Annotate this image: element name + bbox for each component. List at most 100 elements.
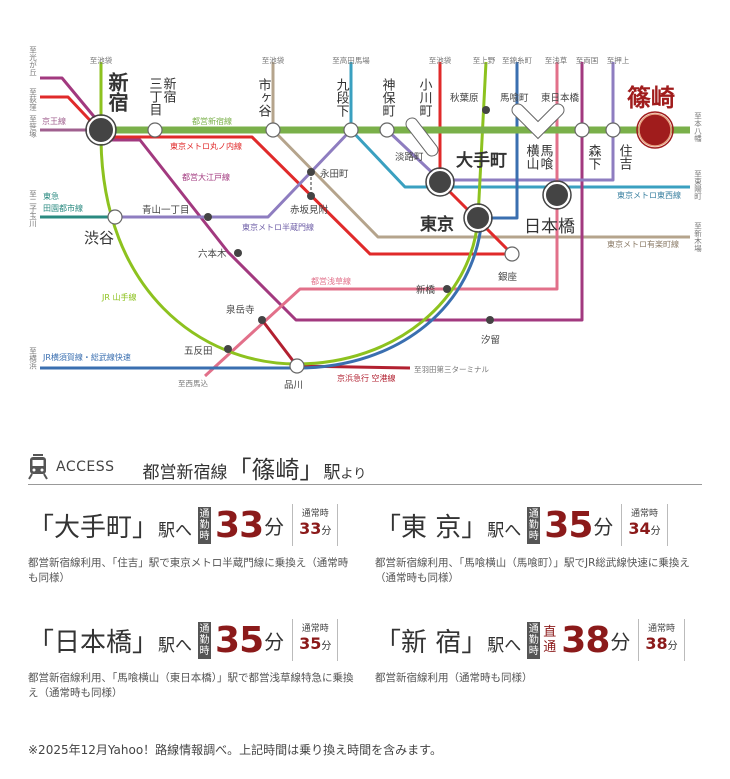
station-sumiyoshi-marker[interactable] xyxy=(605,122,621,138)
station-shibuya-marker[interactable] xyxy=(107,209,123,225)
svg-text:新宿: 新宿 xyxy=(105,71,129,112)
svg-text:東日本橋: 東日本橋 xyxy=(541,92,580,104)
line-asakusa xyxy=(203,62,559,378)
svg-text:JR横須賀線・総武線快速: JR横須賀線・総武線快速 xyxy=(42,352,131,362)
station-roppongi-marker xyxy=(234,249,242,257)
station-shimbashi-marker xyxy=(443,285,451,293)
svg-text:青山一丁目: 青山一丁目 xyxy=(142,204,190,216)
rush-hour-badge: 通勤時 xyxy=(527,506,541,544)
svg-text:赤坂見附: 赤坂見附 xyxy=(290,204,329,216)
svg-text:六本木: 六本木 xyxy=(198,248,227,260)
svg-text:東急: 東急 xyxy=(43,191,59,201)
svg-text:至東陽町: 至東陽町 xyxy=(693,170,702,201)
route-note: 都営新宿線利用、「馬喰横山（馬喰町）」駅でJR総武線快速に乗換え（通常時も同様） xyxy=(375,557,690,584)
direct-badge: 直通 xyxy=(543,625,557,655)
svg-text:品川: 品川 xyxy=(284,380,303,391)
time-unit: 分 xyxy=(264,514,285,539)
station-nagatacho-marker xyxy=(307,168,315,176)
svg-text:至押上: 至押上 xyxy=(607,55,630,65)
svg-text:汐留: 汐留 xyxy=(481,334,500,346)
access-title: 都営新宿線「篠崎」駅より xyxy=(142,455,367,484)
route-destination: 「新 宿」駅へ xyxy=(375,627,522,658)
svg-text:京浜急行 空港線: 京浜急行 空港線 xyxy=(337,373,396,383)
svg-text:日本橋: 日本橋 xyxy=(524,217,575,237)
rush-hour-time: 33 xyxy=(215,504,264,546)
svg-text:住吉: 住吉 xyxy=(617,144,633,170)
station-otemachi-marker[interactable] xyxy=(427,169,453,195)
station-nihombashi-marker[interactable] xyxy=(544,182,570,208)
station-markers xyxy=(85,103,674,374)
station-labels: 新宿 新宿 三丁目 市ヶ谷 九段下 神保町 小川町 秋葉原 馬喰町 東日本橋 篠… xyxy=(84,71,675,391)
svg-text:至高田馬場: 至高田馬場 xyxy=(332,55,370,65)
train-icon xyxy=(28,454,48,480)
svg-text:泉岳寺: 泉岳寺 xyxy=(226,304,255,316)
svg-text:馬喰: 馬喰 xyxy=(538,144,554,170)
svg-text:至錦糸町: 至錦糸町 xyxy=(502,55,532,65)
line-yurakucho xyxy=(271,62,690,239)
station-shinagawa-marker[interactable] xyxy=(289,358,305,374)
station-ichigaya-marker[interactable] xyxy=(265,122,281,138)
svg-text:五反田: 五反田 xyxy=(184,346,213,357)
rush-hour-badge: 通勤時 xyxy=(198,506,212,544)
svg-text:至池袋: 至池袋 xyxy=(262,55,285,65)
svg-text:至荻窪: 至荻窪 xyxy=(28,88,37,112)
route-destination: 「日本橋」駅へ xyxy=(28,627,193,658)
svg-text:都営大江戸線: 都営大江戸線 xyxy=(182,172,230,182)
route-note: 都営新宿線利用、「住吉」駅で東京メトロ半蔵門線に乗換え（通常時も同様） xyxy=(28,557,349,584)
station-kudanshita-marker[interactable] xyxy=(343,122,359,138)
svg-text:至池袋: 至池袋 xyxy=(90,55,113,65)
svg-text:東京メトロ丸ノ内線: 東京メトロ丸ノ内線 xyxy=(170,141,242,151)
svg-text:森下: 森下 xyxy=(586,144,602,170)
rush-hour-time: 35 xyxy=(215,619,264,661)
time-unit: 分 xyxy=(593,514,614,539)
svg-text:至本八幡: 至本八幡 xyxy=(693,112,702,144)
svg-text:東京メトロ有楽町線: 東京メトロ有楽町線 xyxy=(607,239,679,249)
route-map: 至池袋 至池袋 至高田馬場 至池袋 至上野 至錦糸町 至浅草 至両国 至押上 至… xyxy=(28,46,702,391)
route-note: 都営新宿線利用（通常時も同様） xyxy=(375,672,533,684)
svg-text:秋葉原: 秋葉原 xyxy=(450,92,479,104)
svg-text:大手町: 大手町 xyxy=(456,150,507,171)
rush-hour-time: 38 xyxy=(561,619,610,661)
svg-text:至浅草: 至浅草 xyxy=(545,55,568,65)
svg-text:都営新宿線: 都営新宿線 xyxy=(192,116,232,126)
route-note: 都営新宿線利用、「馬喰横山（東日本橋）」駅で都営浅草線特急に乗換え（通常時も同様… xyxy=(28,672,354,699)
svg-text:神保町: 神保町 xyxy=(380,78,396,117)
rush-hour-badge: 通勤時 xyxy=(527,621,541,659)
time-unit: 分 xyxy=(610,629,631,654)
svg-text:新宿: 新宿 xyxy=(161,76,177,103)
access-header: ACCESS 都営新宿線「篠崎」駅より xyxy=(28,452,702,485)
line-labels: 京王線 都営新宿線 東京メトロ丸ノ内線 都営大江戸線 東急 田園都市線 東京メト… xyxy=(42,116,681,383)
svg-text:新橋: 新橋 xyxy=(416,284,436,296)
access-label: ACCESS xyxy=(56,459,115,475)
station-sanchome-marker[interactable] xyxy=(147,122,163,138)
svg-text:九段下: 九段下 xyxy=(334,78,350,117)
station-tokyo-marker[interactable] xyxy=(465,205,491,231)
svg-text:至上野: 至上野 xyxy=(473,56,496,65)
footnote: ※2025年12月Yahoo！路線情報調べ。上記時間は乗り換え時間を含みます。 xyxy=(28,743,442,757)
route-destination: 「大手町」駅へ xyxy=(28,512,193,543)
svg-text:篠崎: 篠崎 xyxy=(627,84,675,112)
svg-text:東京: 東京 xyxy=(420,214,454,235)
svg-text:JR 山手線: JR 山手線 xyxy=(101,292,136,302)
svg-text:東京メトロ半蔵門線: 東京メトロ半蔵門線 xyxy=(242,222,314,232)
direction-labels: 至池袋 至池袋 至高田馬場 至池袋 至上野 至錦糸町 至浅草 至両国 至押上 至… xyxy=(28,46,702,388)
svg-text:至二子玉川: 至二子玉川 xyxy=(28,190,37,228)
station-jimbocho-marker[interactable] xyxy=(379,122,395,138)
svg-text:都営浅草線: 都営浅草線 xyxy=(311,276,351,286)
svg-text:銀座: 銀座 xyxy=(498,271,518,283)
station-ginza-marker[interactable] xyxy=(504,246,520,262)
station-shinjuku-marker[interactable] xyxy=(87,116,115,144)
svg-text:至羽田第三ターミナル: 至羽田第三ターミナル xyxy=(414,364,489,374)
svg-text:至新木場: 至新木場 xyxy=(693,222,702,254)
svg-text:永田町: 永田町 xyxy=(320,168,349,180)
svg-text:至両国: 至両国 xyxy=(576,56,599,65)
line-yamanote xyxy=(99,61,488,366)
station-morishita-marker[interactable] xyxy=(574,122,590,138)
station-shinozaki-marker[interactable] xyxy=(638,113,672,147)
